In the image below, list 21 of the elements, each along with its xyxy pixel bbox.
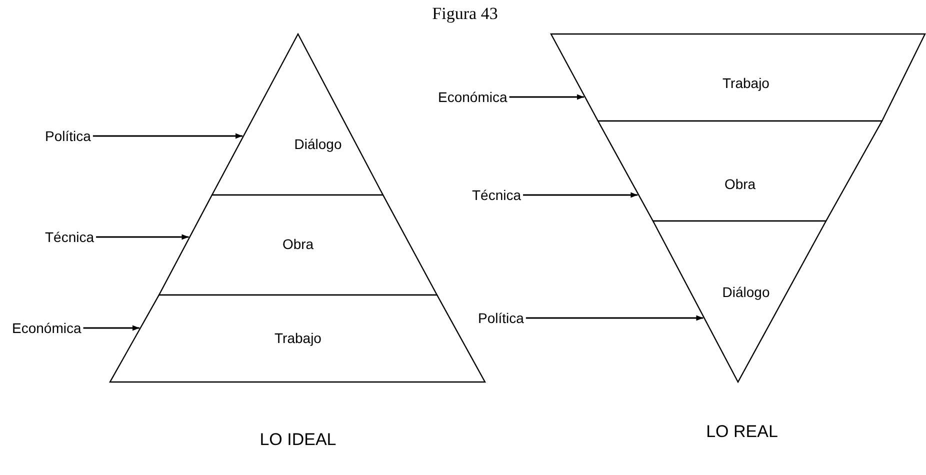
band-label: Trabajo bbox=[722, 75, 770, 91]
band-label: Diálogo bbox=[722, 284, 770, 300]
side-label: Política bbox=[45, 127, 91, 145]
side-label: Técnica bbox=[472, 186, 522, 204]
band-label: Trabajo bbox=[274, 330, 322, 346]
band-label: Obra bbox=[724, 176, 756, 192]
arrow bbox=[526, 315, 704, 321]
arrow bbox=[83, 325, 140, 331]
side-label: Económica bbox=[12, 319, 82, 337]
arrow bbox=[96, 234, 189, 240]
arrow bbox=[92, 133, 243, 139]
side-label: Económica bbox=[438, 88, 508, 106]
arrow bbox=[523, 192, 638, 198]
band-label: Diálogo bbox=[294, 136, 342, 152]
band-label: Obra bbox=[282, 236, 314, 252]
pyramid-caption: LO IDEAL bbox=[260, 430, 336, 450]
arrow bbox=[509, 94, 584, 100]
side-label: Política bbox=[478, 309, 524, 327]
side-label: Técnica bbox=[45, 228, 94, 246]
figure-title: Figura 43 bbox=[432, 4, 498, 24]
pyramid-caption: LO REAL bbox=[706, 422, 778, 442]
